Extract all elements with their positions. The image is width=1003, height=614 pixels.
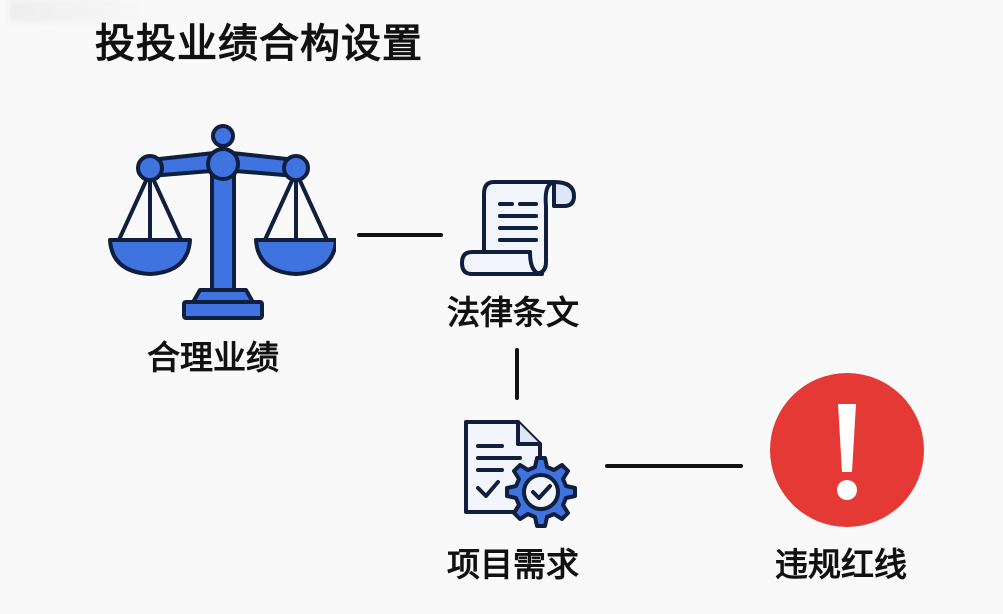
connector-legal-to-requirements <box>515 348 519 400</box>
exclamation-alert-icon <box>769 372 925 528</box>
scroll-document-icon <box>458 176 582 280</box>
top-left-smudge <box>10 0 140 22</box>
node-label-violation-red-line: 违规红线 <box>775 545 907 584</box>
connector-requirements-to-redline <box>605 464 743 468</box>
document-gear-check-icon <box>458 414 584 538</box>
page-title: 投投业绩合构设置 <box>95 21 423 67</box>
node-label-legal-provisions: 法律条文 <box>447 293 579 332</box>
scales-of-justice-icon <box>108 122 338 322</box>
node-label-reasonable-performance: 合理业绩 <box>147 338 279 377</box>
node-label-project-requirements: 项目需求 <box>447 545 579 584</box>
connector-performance-to-legal <box>357 233 443 237</box>
